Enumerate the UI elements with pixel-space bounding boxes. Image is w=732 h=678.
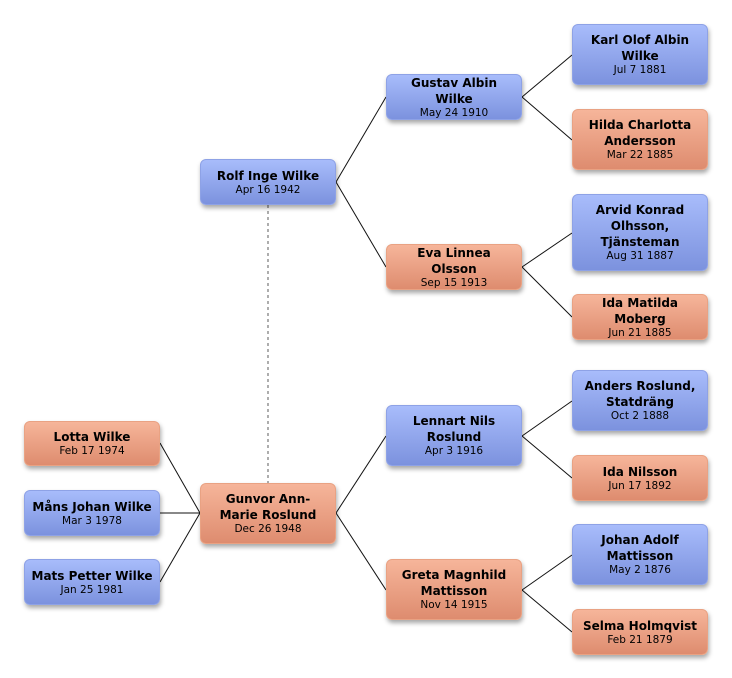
connector-lennart-idan bbox=[521, 435, 573, 479]
person-birth-date: Apr 3 1916 bbox=[424, 445, 484, 457]
connector-gustav-karl bbox=[521, 54, 573, 98]
connector-lotta-gunvor bbox=[159, 442, 201, 514]
person-anders-roslund[interactable]: Anders Roslund, Statdräng Oct 2 1888 bbox=[572, 370, 708, 431]
person-arvid-konrad-olhsson[interactable]: Arvid Konrad Olhsson, Tjänsteman Aug 31 … bbox=[572, 194, 708, 271]
person-birth-date: Aug 31 1887 bbox=[606, 250, 674, 262]
person-birth-date: May 2 1876 bbox=[609, 564, 671, 576]
person-name: Eva Linnea Olsson bbox=[417, 245, 491, 276]
person-lotta-wilke[interactable]: Lotta Wilke Feb 17 1974 bbox=[24, 421, 160, 466]
person-ida-nilsson[interactable]: Ida Nilsson Jun 17 1892 bbox=[572, 455, 708, 501]
connector-greta-johan bbox=[521, 554, 573, 591]
connector-gunvor-lennart bbox=[335, 435, 387, 514]
person-name: Rolf Inge Wilke bbox=[216, 168, 320, 183]
person-karl-olof-albin-wilke[interactable]: Karl Olof Albin Wilke Jul 7 1881 bbox=[572, 24, 708, 85]
person-name: Arvid Konrad Olhsson, Tjänsteman bbox=[595, 203, 685, 249]
person-name: Gunvor Ann-Marie Roslund bbox=[219, 492, 317, 522]
person-birth-date: May 24 1910 bbox=[419, 106, 489, 119]
person-birth-date: Mar 3 1978 bbox=[62, 514, 122, 527]
person-birth-date: Jun 21 1885 bbox=[608, 326, 672, 339]
person-johan-adolf-mattisson[interactable]: Johan Adolf Mattisson May 2 1876 bbox=[572, 524, 708, 585]
connector-greta-selma bbox=[521, 589, 573, 633]
person-birth-date: Feb 21 1879 bbox=[607, 633, 673, 646]
person-birth-date: Dec 26 1948 bbox=[234, 523, 302, 535]
person-mats-petter-wilke[interactable]: Mats Petter Wilke Jan 25 1981 bbox=[24, 559, 160, 605]
person-name: Mats Petter Wilke bbox=[31, 568, 153, 583]
person-birth-date: Jun 17 1892 bbox=[608, 479, 672, 492]
person-birth-date: Nov 14 1915 bbox=[420, 599, 488, 611]
person-gustav-albin-wilke[interactable]: Gustav Albin Wilke May 24 1910 bbox=[386, 74, 522, 120]
person-name: Selma Holmqvist bbox=[583, 618, 697, 633]
person-name: Lotta Wilke bbox=[53, 430, 131, 444]
connector-mats-gunvor bbox=[159, 512, 201, 583]
person-birth-date: Sep 15 1913 bbox=[420, 276, 488, 289]
connector-eva-arvid bbox=[521, 232, 573, 268]
person-birth-date: Jul 7 1881 bbox=[613, 64, 667, 76]
person-name: Anders Roslund, Statdräng bbox=[584, 379, 696, 409]
connector-rolf-gustav bbox=[335, 96, 387, 183]
person-name: Ida Nilsson bbox=[602, 464, 678, 479]
person-lennart-nils-roslund[interactable]: Lennart Nils Roslund Apr 3 1916 bbox=[386, 405, 522, 466]
person-eva-linnea-olsson[interactable]: Eva Linnea Olsson Sep 15 1913 bbox=[386, 244, 522, 290]
connector-gustav-hilda bbox=[521, 96, 573, 141]
connector-eva-idam bbox=[521, 266, 573, 318]
person-birth-date: Apr 16 1942 bbox=[235, 183, 301, 196]
person-name: Ida Matilda Moberg bbox=[601, 295, 679, 326]
person-birth-date: Feb 17 1974 bbox=[59, 445, 125, 457]
person-birth-date: Oct 2 1888 bbox=[610, 410, 670, 422]
person-birth-date: Mar 22 1885 bbox=[606, 149, 674, 161]
person-selma-holmqvist[interactable]: Selma Holmqvist Feb 21 1879 bbox=[572, 609, 708, 655]
connector-gunvor-greta bbox=[335, 512, 387, 591]
person-name: Måns Johan Wilke bbox=[32, 499, 152, 514]
person-name: Greta Magnhild Mattisson bbox=[401, 568, 507, 598]
person-birth-date: Jan 25 1981 bbox=[60, 583, 124, 596]
person-mans-johan-wilke[interactable]: Måns Johan Wilke Mar 3 1978 bbox=[24, 490, 160, 536]
person-hilda-charlotta-andersson[interactable]: Hilda Charlotta Andersson Mar 22 1885 bbox=[572, 109, 708, 170]
person-rolf-inge-wilke[interactable]: Rolf Inge Wilke Apr 16 1942 bbox=[200, 159, 336, 205]
person-ida-matilda-moberg[interactable]: Ida Matilda Moberg Jun 21 1885 bbox=[572, 294, 708, 340]
person-name: Lennart Nils Roslund bbox=[412, 414, 496, 444]
person-gunvor-ann-marie-roslund[interactable]: Gunvor Ann-Marie Roslund Dec 26 1948 bbox=[200, 483, 336, 544]
person-name: Gustav Albin Wilke bbox=[410, 75, 497, 106]
person-name: Hilda Charlotta Andersson bbox=[588, 118, 692, 148]
connector-lennart-anders bbox=[521, 400, 573, 437]
person-name: Johan Adolf Mattisson bbox=[601, 533, 679, 563]
person-name: Karl Olof Albin Wilke bbox=[590, 33, 690, 63]
connector-rolf-eva bbox=[335, 181, 387, 268]
person-greta-magnhild-mattisson[interactable]: Greta Magnhild Mattisson Nov 14 1915 bbox=[386, 559, 522, 620]
